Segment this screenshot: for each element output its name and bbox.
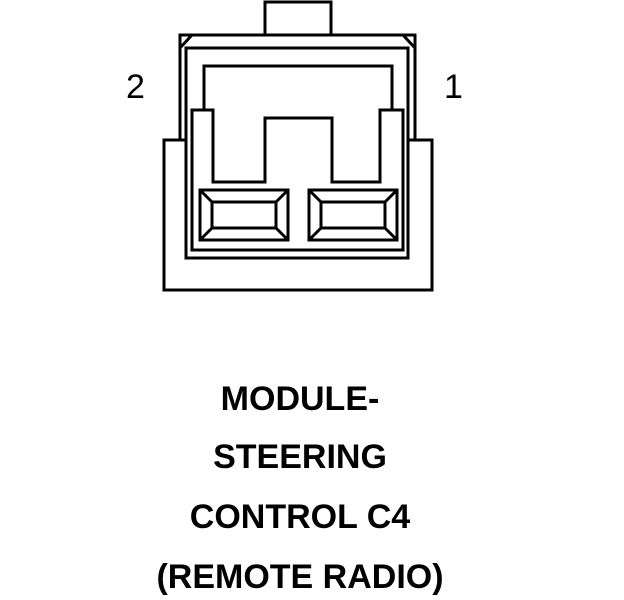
pin-1-bevel: [383, 226, 399, 242]
caption-line: MODULE-: [220, 380, 380, 418]
pin-1-cavity-outer: [307, 188, 399, 242]
pin-2-cavity-outer: [198, 188, 290, 242]
caption-line: CONTROL C4: [189, 498, 411, 536]
shell-chamfer-left: [178, 33, 194, 50]
pin-label-2: 2: [126, 68, 145, 106]
pin-2-bevel: [198, 226, 214, 242]
connector-shell-inner: [184, 46, 410, 260]
center-key: [202, 64, 394, 184]
pin-2-bevel: [198, 188, 214, 204]
caption-line: (REMOTE RADIO): [156, 558, 444, 596]
pin-1-bevel: [307, 226, 323, 242]
pin-2-bevel: [274, 188, 290, 204]
pin-1-bevel: [307, 188, 323, 204]
pin-2-bevel: [274, 226, 290, 242]
keying-cavity: [190, 64, 405, 252]
caption-line: STEERING: [213, 438, 387, 476]
pin-2-cavity-inner: [210, 200, 278, 230]
shell-chamfer-right: [401, 33, 417, 50]
pin-1-cavity-inner: [319, 200, 387, 230]
connector-shell-outer: [162, 33, 434, 292]
pin-1-bevel: [383, 188, 399, 204]
locking-tab: [263, 0, 333, 37]
pin-label-1: 1: [444, 68, 463, 106]
